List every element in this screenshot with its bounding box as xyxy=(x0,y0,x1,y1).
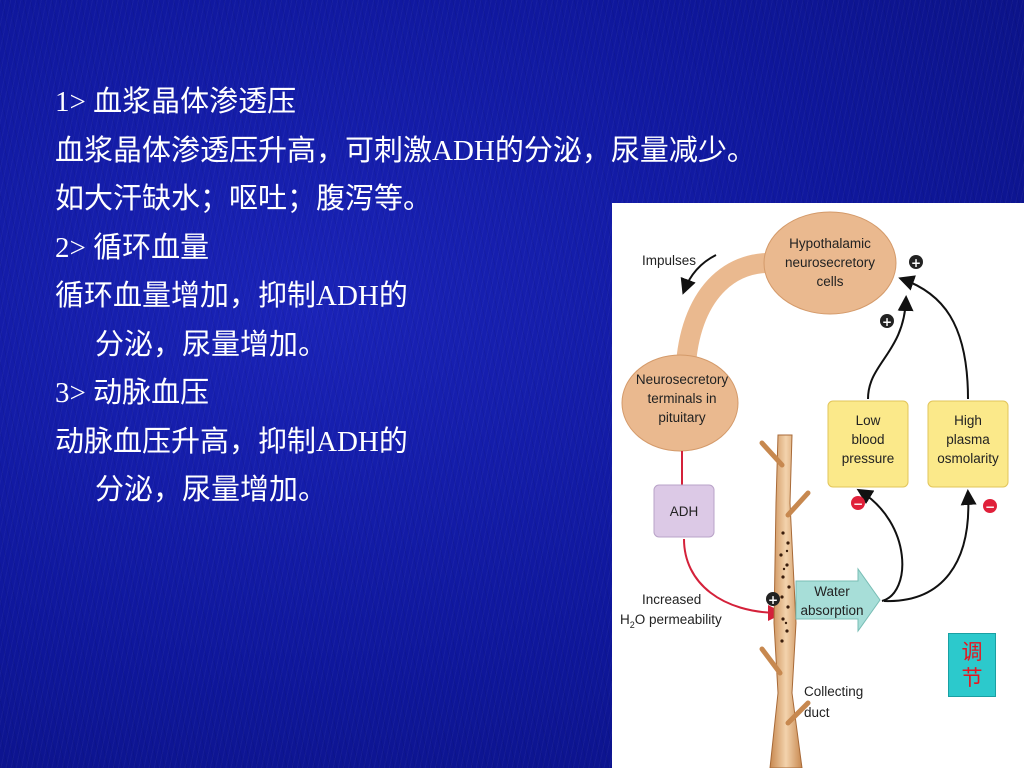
hypothalamic-cell-body xyxy=(763,211,897,315)
duct-branch-1 xyxy=(759,440,785,468)
label-plasma: plasma xyxy=(946,432,990,447)
label-hypothalamic-3: cells xyxy=(816,274,843,289)
plus-text-hypothalamus: + xyxy=(911,256,921,270)
plus-sign-hypothalamus xyxy=(909,255,923,269)
label-pressure: pressure xyxy=(842,451,895,466)
label-impulses: Impulses xyxy=(642,253,696,268)
minus-sign-low-bp xyxy=(851,496,865,510)
water-to-osmolarity-arrow xyxy=(883,489,977,603)
heading-crystal-osmotic: 1> 血浆晶体渗透压 xyxy=(55,86,297,118)
osmolarity-to-hypothalamus-arrow xyxy=(898,275,969,400)
label-duct: duct xyxy=(804,705,830,720)
label-terminals-1: Neurosecretory xyxy=(636,372,729,387)
water-dots xyxy=(779,531,791,643)
text-crystal-effect: 血浆晶体渗透压升高，可刺激ADH的分泌，尿量减少。 xyxy=(55,134,756,167)
low-blood-pressure-box xyxy=(827,400,909,488)
label-high: High xyxy=(954,413,982,428)
regulation-button[interactable]: 调 节 xyxy=(948,633,996,697)
text-crystal-examples: 如大汗缺水；呕吐；腹泻等。 xyxy=(55,183,433,215)
h2o-subscript: 2 xyxy=(630,620,635,630)
slide-text: 1> 血浆晶体渗透压 血浆晶体渗透压升高，可刺激ADH的分泌，尿量减少。 如大汗… xyxy=(55,78,1015,515)
plus-text-low-bp: + xyxy=(882,315,892,329)
h2o-rest: O permeability xyxy=(635,612,722,627)
duct-branch-4 xyxy=(785,700,811,726)
h2o-h: H xyxy=(620,612,630,627)
label-increased: Increased xyxy=(642,592,701,607)
plus-sign-duct xyxy=(766,592,780,606)
duct-branch-2 xyxy=(785,490,811,518)
water-to-low-bp-arrow xyxy=(856,488,904,602)
minus-text-osmolarity: − xyxy=(985,500,995,514)
plus-sign-low-bp xyxy=(880,314,894,328)
text-arterial-pressure-effect: 动脉血压升高，抑制ADH的 xyxy=(55,425,408,458)
minus-sign-osmolarity xyxy=(983,499,997,513)
adh-action-arrow xyxy=(683,538,784,621)
label-absorption: absorption xyxy=(800,603,863,618)
duct-branch-3 xyxy=(759,646,783,676)
label-terminals-3: pituitary xyxy=(658,410,706,425)
label-collecting: Collecting xyxy=(804,684,863,699)
regulation-button-char-1: 调 xyxy=(961,640,983,664)
diagram-svg: Hypothalamic neurosecretory cells Neuros… xyxy=(620,211,1009,768)
high-osmolarity-box xyxy=(927,400,1009,488)
text-arterial-pressure-effect-cont: 分泌，尿量增加。 xyxy=(95,474,328,506)
terminals-bulb xyxy=(621,354,739,452)
label-low: Low xyxy=(856,413,881,428)
collecting-duct xyxy=(769,434,803,768)
plus-text-duct: + xyxy=(768,593,778,607)
regulation-button-char-2: 节 xyxy=(961,666,983,690)
heading-arterial-pressure: 3> 动脉血压 xyxy=(55,377,210,409)
label-terminals-2: terminals in xyxy=(647,391,716,406)
label-hypothalamic-1: Hypothalamic xyxy=(789,236,871,251)
water-absorption-arrow xyxy=(795,567,881,633)
adh-box xyxy=(653,484,715,538)
label-hypothalamic-2: neurosecretory xyxy=(785,255,875,270)
label-water: Water xyxy=(814,584,850,599)
text-blood-volume-effect-cont: 分泌，尿量增加。 xyxy=(95,328,328,361)
label-osmolarity: osmolarity xyxy=(937,451,999,466)
low-bp-to-hypothalamus-arrow xyxy=(867,295,914,400)
label-h2o-permeability: H2O permeability xyxy=(620,612,722,630)
heading-blood-volume: 2> 循环血量 xyxy=(55,231,210,264)
impulses-arrow xyxy=(680,254,717,295)
text-blood-volume-effect: 循环血量增加，抑制ADH的 xyxy=(55,280,408,312)
label-adh: ADH xyxy=(670,504,699,519)
label-blood: blood xyxy=(851,432,884,447)
adh-regulation-diagram: Hypothalamic neurosecretory cells Neuros… xyxy=(612,203,1024,768)
minus-text-low-bp: − xyxy=(853,497,863,511)
